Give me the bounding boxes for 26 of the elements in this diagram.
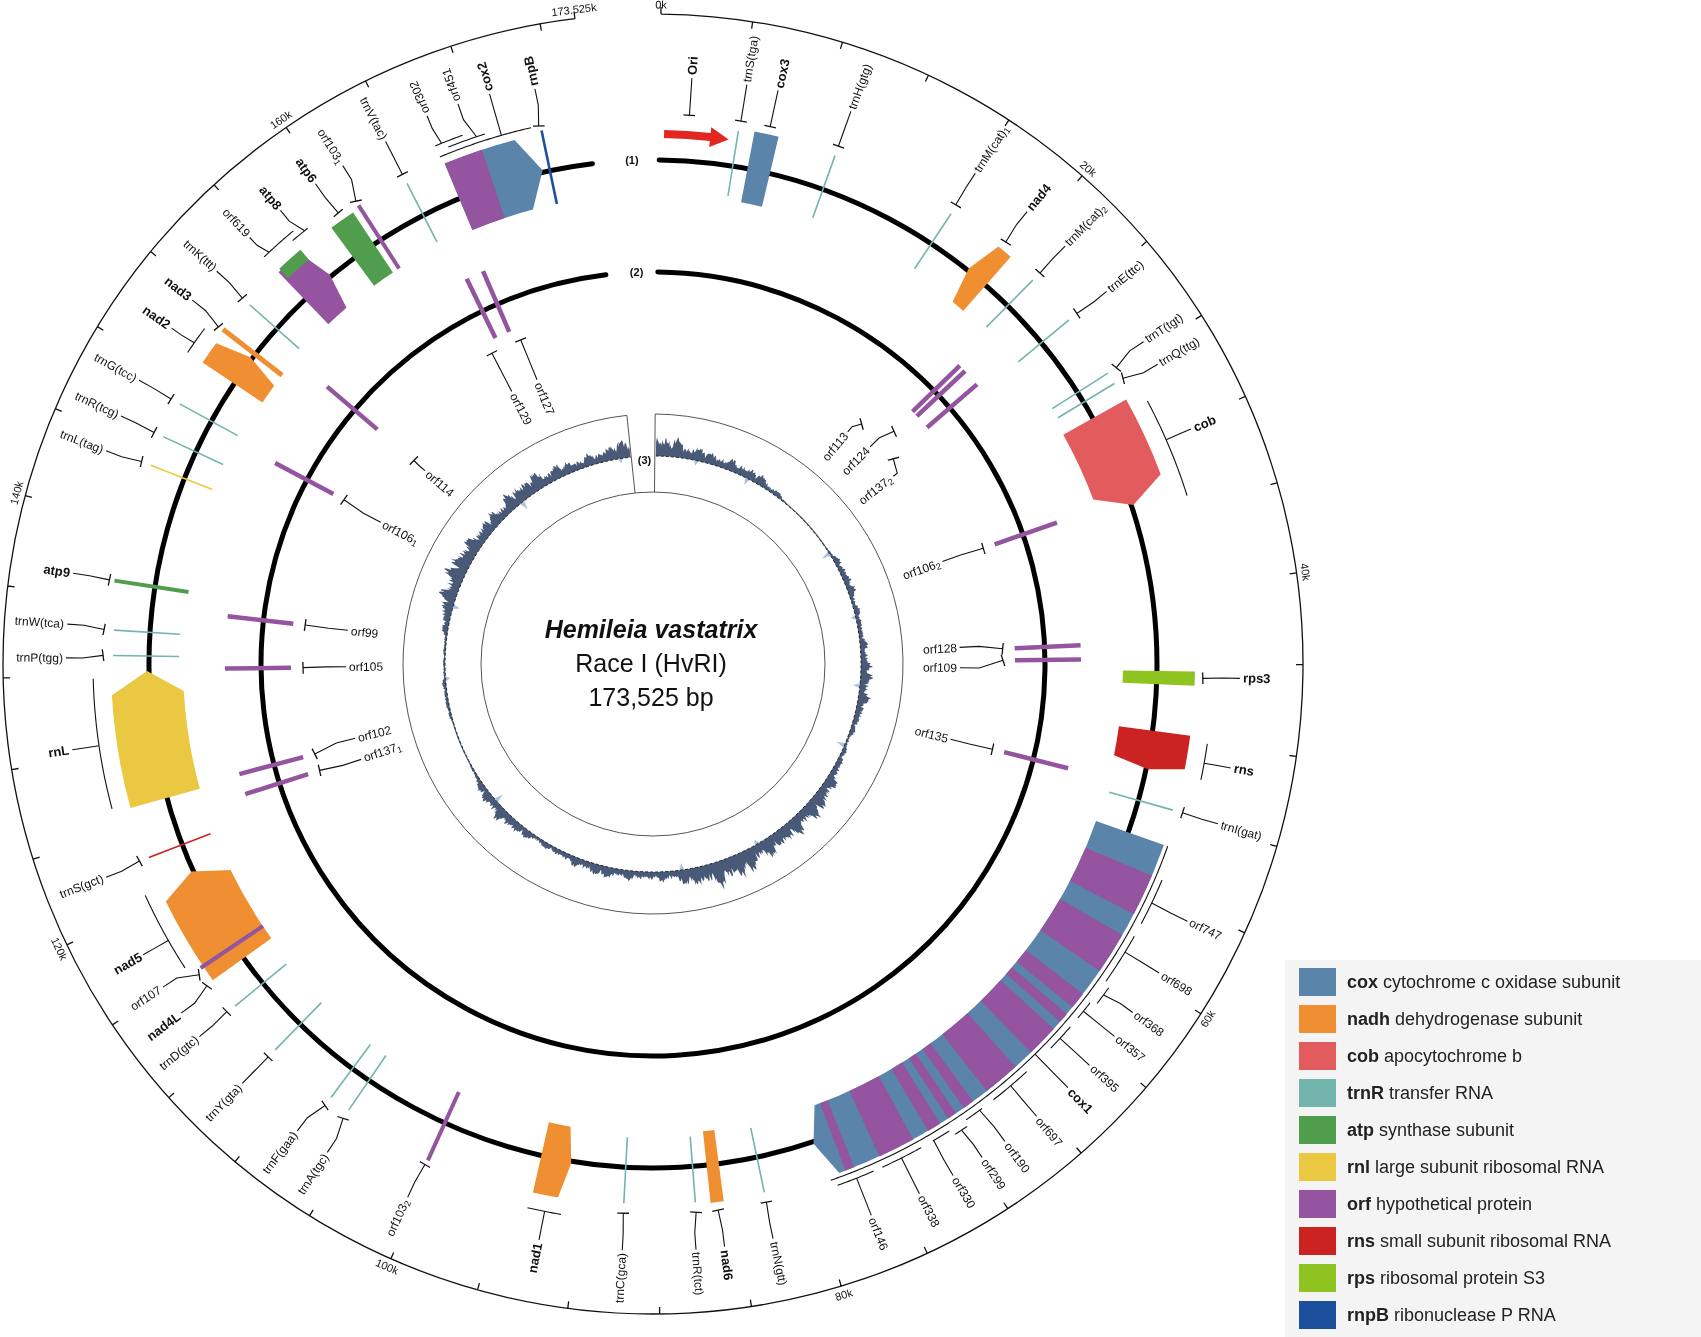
scale-label: 20k <box>1077 159 1099 179</box>
scale-label: 100k <box>374 1257 401 1277</box>
scale-label: 173.525k <box>550 1 597 18</box>
legend-label: rnpB ribonuclease P RNA <box>1347 1305 1556 1324</box>
legend-label: rps ribosomal protein S3 <box>1347 1268 1546 1287</box>
legend-label: trnR transfer RNA <box>1347 1083 1494 1102</box>
legend-label: rns small subunit ribosomal RNA <box>1347 1231 1612 1250</box>
legend-label: orf hypothetical protein <box>1347 1194 1533 1213</box>
strain-label: Race I (HvRI) <box>575 650 727 676</box>
scale-label: 0k <box>655 0 667 11</box>
scale-label: 140k <box>8 480 25 507</box>
legend-label: cob apocytochrome b <box>1347 1046 1523 1065</box>
scale-label: 40k <box>1298 561 1313 582</box>
species-name: Hemileia vastatrix <box>544 616 758 642</box>
track-label: (1) <box>625 154 639 166</box>
scale-label: 160k <box>268 108 294 132</box>
legend-label: nadh dehydrogenase subunit <box>1347 1009 1583 1028</box>
scale-label: 80k <box>833 1286 854 1303</box>
genome-size-label: 173,525 bp <box>588 684 714 710</box>
scale-label: 60k <box>1199 1008 1218 1029</box>
track-label: (3) <box>637 454 652 466</box>
legend-label: rnl large subunit ribosomal RNA <box>1347 1157 1605 1176</box>
legend-label: atp synthase subunit <box>1347 1120 1515 1139</box>
scale-label: 120k <box>48 935 69 962</box>
legend-label: cox cytochrome c oxidase subunit <box>1347 972 1621 991</box>
track-label: (2) <box>629 266 644 278</box>
